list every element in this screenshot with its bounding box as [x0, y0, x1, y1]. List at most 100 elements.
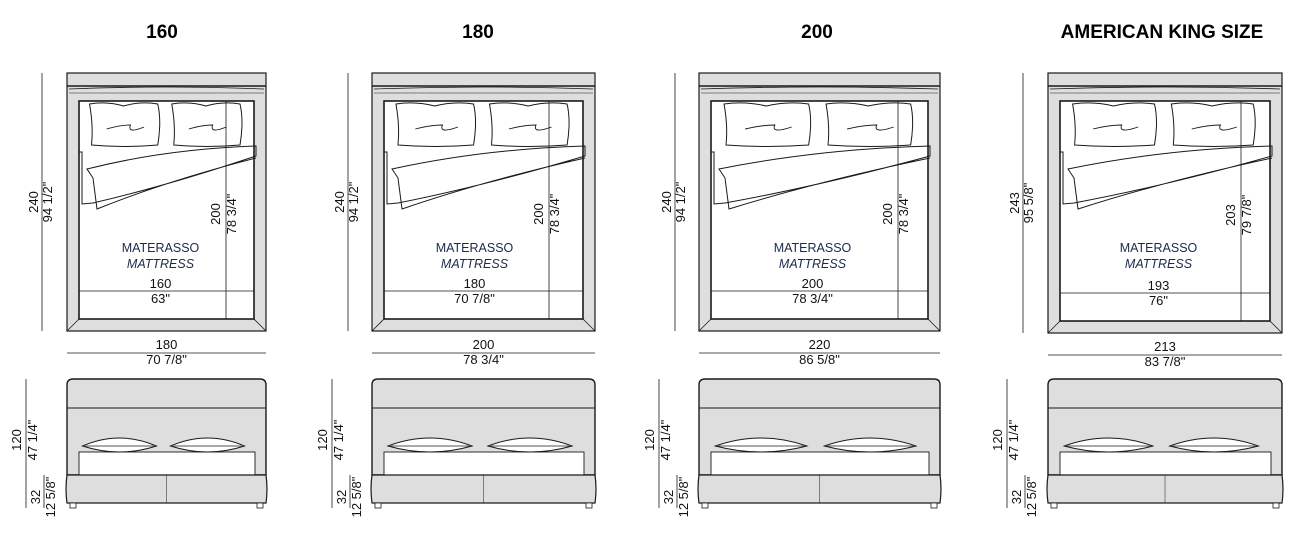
- pillow-crease: [745, 124, 792, 131]
- bed-foot: [374, 502, 382, 509]
- duvet-fold: [711, 145, 931, 210]
- mattress-width-cm: 160: [150, 276, 172, 291]
- frame-bevel: [66, 318, 80, 332]
- headboard-height-cm: 120: [642, 429, 657, 451]
- mattress-elevation: [1059, 451, 1272, 476]
- mattress-length-cm: 200: [208, 203, 223, 225]
- duvet-fold: [79, 145, 257, 210]
- headboard-height-in: 47 1/4": [1006, 419, 1021, 460]
- mattress-width-in: 63": [151, 291, 170, 306]
- base-height-cm: 32: [1009, 490, 1024, 504]
- pillow-elevation-icon: [169, 437, 246, 453]
- headboard-curve: [1049, 86, 1281, 90]
- mattress-width-in: 78 3/4": [792, 291, 833, 306]
- bed-foot: [1272, 502, 1280, 509]
- pillow-icon: [825, 102, 914, 147]
- headboard-curve: [700, 86, 939, 90]
- headboard-height-in: 47 1/4": [331, 419, 346, 460]
- mattress-label-en: MATTRESS: [441, 257, 509, 271]
- mattress-width-cm: 193: [1148, 278, 1170, 293]
- base-height-in: 12 5/8": [1024, 476, 1039, 517]
- pillow-elevation-icon: [822, 437, 918, 453]
- pillow-icon: [88, 102, 161, 147]
- mattress-label: MATERASSO: [774, 241, 852, 255]
- pillow-crease: [1191, 124, 1237, 131]
- pillow-crease: [415, 124, 459, 131]
- base-height-in: 12 5/8": [349, 476, 364, 517]
- mattress-label: MATERASSO: [1120, 241, 1198, 255]
- bed-foot: [701, 502, 709, 509]
- pillow-icon: [1072, 102, 1157, 147]
- mattress-label: MATERASSO: [436, 241, 514, 255]
- base-height-in: 12 5/8": [43, 476, 58, 517]
- mattress-length-cm: 203: [1223, 204, 1238, 226]
- bed-size-title: 180: [462, 22, 494, 43]
- pillow-elevation-icon: [713, 437, 809, 453]
- mattress-elevation: [710, 451, 930, 476]
- pillow-crease: [188, 124, 227, 131]
- duvet-fold: [1060, 145, 1273, 210]
- mattress-label-en: MATTRESS: [779, 257, 847, 271]
- mattress-width-in: 70 7/8": [454, 291, 495, 306]
- pillow-elevation-icon: [1062, 437, 1155, 453]
- frame-bevel: [371, 318, 385, 332]
- total-length-cm: 240: [332, 191, 347, 213]
- total-width-cm: 180: [156, 337, 178, 352]
- total-width-cm: 220: [809, 337, 831, 352]
- headboard-height-in: 47 1/4": [658, 419, 673, 460]
- headboard-height-cm: 120: [315, 429, 330, 451]
- total-length-in: 95 5/8": [1021, 182, 1036, 223]
- mattress-width-cm: 200: [802, 276, 824, 291]
- mattress-length-cm: 200: [880, 203, 895, 225]
- total-length-in: 94 1/2": [346, 181, 361, 222]
- headboard-height-in: 47 1/4": [25, 419, 40, 460]
- bed-foot: [69, 502, 77, 509]
- frame-bevel: [582, 318, 596, 332]
- mattress-length-in: 78 3/4": [896, 193, 911, 234]
- pillow-crease: [106, 124, 145, 131]
- pillow-icon: [171, 102, 243, 147]
- total-width-cm: 213: [1154, 339, 1176, 354]
- total-length-cm: 240: [659, 191, 674, 213]
- pillow-icon: [1170, 102, 1256, 147]
- base-height-cm: 32: [28, 490, 43, 504]
- duvet-fold: [384, 145, 586, 210]
- headboard-height-cm: 120: [990, 429, 1005, 451]
- frame-bevel: [1269, 320, 1283, 334]
- mattress-elevation: [78, 451, 256, 476]
- bed-size-title: 160: [146, 22, 178, 43]
- mattress-length-cm: 200: [531, 203, 546, 225]
- bed-foot: [930, 502, 938, 509]
- bed-size-title: AMERICAN KING SIZE: [1060, 22, 1264, 43]
- total-width-in: 78 3/4": [463, 352, 504, 367]
- frame-bevel: [253, 318, 267, 332]
- total-width-cm: 200: [473, 337, 495, 352]
- pillow-crease: [847, 124, 894, 131]
- pillow-elevation-icon: [81, 437, 158, 453]
- frame-bevel: [927, 318, 941, 332]
- total-width-in: 83 7/8": [1145, 354, 1186, 369]
- total-length-cm: 240: [26, 191, 41, 213]
- bed-foot: [1050, 502, 1058, 509]
- bed-foot: [256, 502, 264, 509]
- headboard-curve: [373, 86, 594, 90]
- pillow-crease: [508, 124, 552, 131]
- pillow-elevation-icon: [386, 437, 474, 453]
- pillow-icon: [723, 102, 812, 147]
- total-width-in: 70 7/8": [146, 352, 187, 367]
- mattress-length-in: 79 7/8": [1239, 194, 1254, 235]
- pillow-icon: [488, 102, 570, 147]
- pillow-elevation-icon: [486, 437, 574, 453]
- headboard-curve: [68, 86, 265, 90]
- total-length-cm: 243: [1007, 192, 1022, 214]
- base-height-in: 12 5/8": [676, 476, 691, 517]
- mattress-label-en: MATTRESS: [1125, 257, 1193, 271]
- pillow-icon: [395, 102, 477, 147]
- mattress-label: MATERASSO: [122, 241, 200, 255]
- mattress-width-cm: 180: [464, 276, 486, 291]
- bed-foot: [585, 502, 593, 509]
